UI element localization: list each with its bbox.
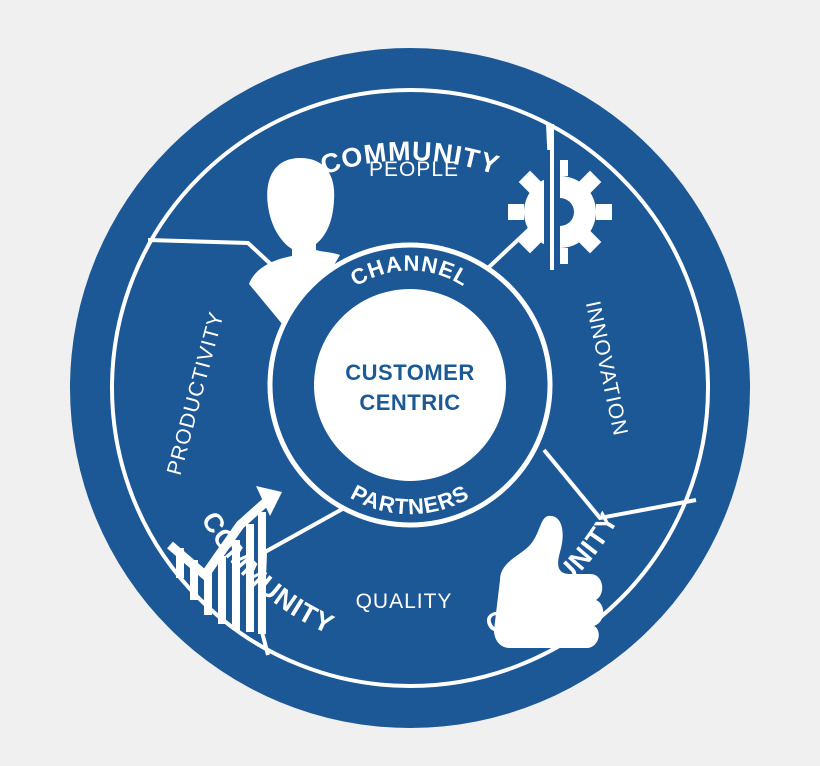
segment-label-quality: QUALITY xyxy=(356,590,453,613)
core-label-line2: CENTRIC xyxy=(359,390,460,415)
core-label-line1: CUSTOMER xyxy=(345,360,475,385)
growth-chart-icon xyxy=(167,486,282,634)
core-circle xyxy=(314,289,506,481)
segment-label-people: PEOPLE xyxy=(369,158,459,181)
outer-ring-line xyxy=(110,88,710,688)
thumbs-up-icon xyxy=(494,515,604,648)
